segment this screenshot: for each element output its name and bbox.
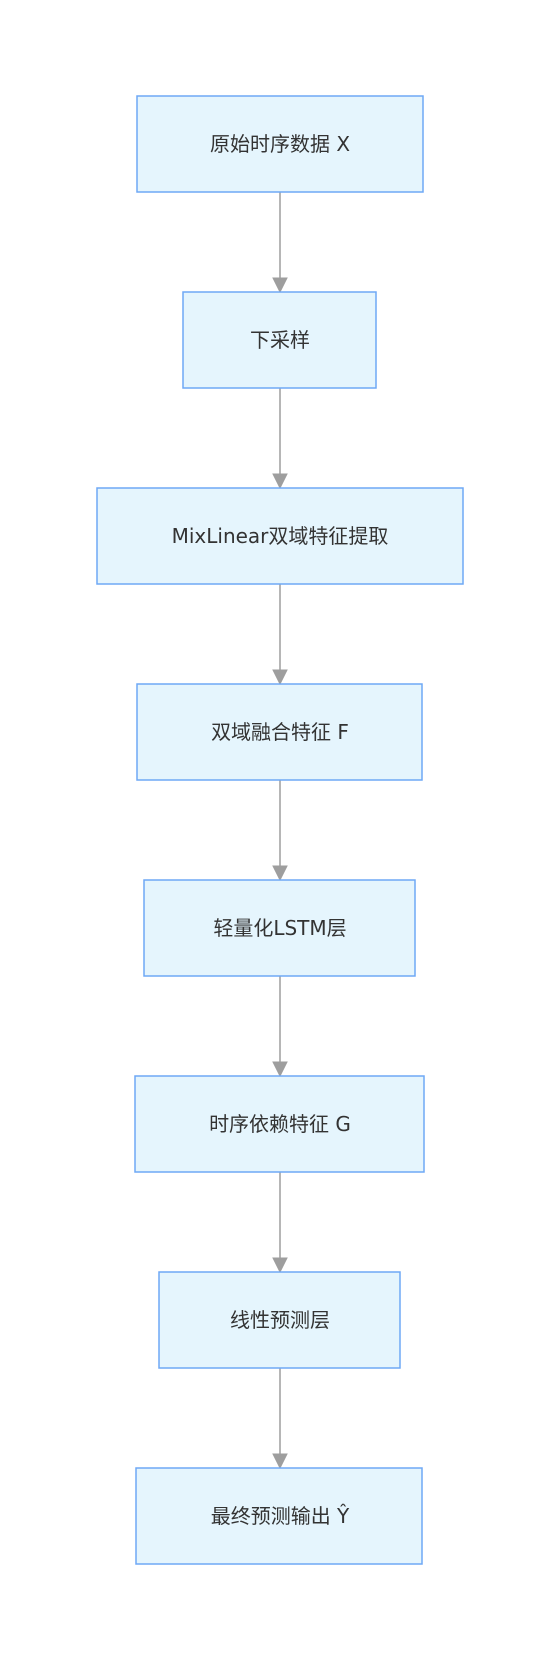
arrowhead-icon <box>272 1061 288 1078</box>
arrowhead-icon <box>272 1453 288 1470</box>
arrowhead-icon <box>272 473 288 490</box>
node-label: 时序依赖特征 G <box>209 1112 351 1136</box>
arrowhead-icon <box>272 865 288 882</box>
node-label: 线性预测层 <box>230 1308 330 1332</box>
node-label: 轻量化LSTM层 <box>213 916 346 940</box>
node-label: MixLinear双域特征提取 <box>172 524 389 548</box>
node-linear-layer: 线性预测层 <box>158 1271 401 1369</box>
edge-2 <box>272 388 288 490</box>
node-temporal-feature: 时序依赖特征 G <box>134 1075 425 1173</box>
node-label: 双域融合特征 F <box>211 720 349 744</box>
node-label: 最终预测输出 Ŷ <box>211 1504 350 1528</box>
edge-7 <box>272 1368 288 1470</box>
edge-3 <box>272 584 288 686</box>
node-fusion-feature: 双域融合特征 F <box>136 683 423 781</box>
node-mixlinear: MixLinear双域特征提取 <box>96 487 464 585</box>
edge-1 <box>272 192 288 294</box>
arrowhead-icon <box>272 277 288 294</box>
node-raw-data: 原始时序数据 X <box>136 95 424 193</box>
node-downsample: 下采样 <box>182 291 377 389</box>
node-lstm-layer: 轻量化LSTM层 <box>143 879 416 977</box>
edge-4 <box>272 780 288 882</box>
edge-6 <box>272 1172 288 1274</box>
node-final-output: 最终预测输出 Ŷ <box>135 1467 423 1565</box>
edge-5 <box>272 976 288 1078</box>
arrowhead-icon <box>272 1257 288 1274</box>
arrowhead-icon <box>272 669 288 686</box>
node-label: 原始时序数据 X <box>210 132 350 156</box>
node-label: 下采样 <box>250 328 310 352</box>
